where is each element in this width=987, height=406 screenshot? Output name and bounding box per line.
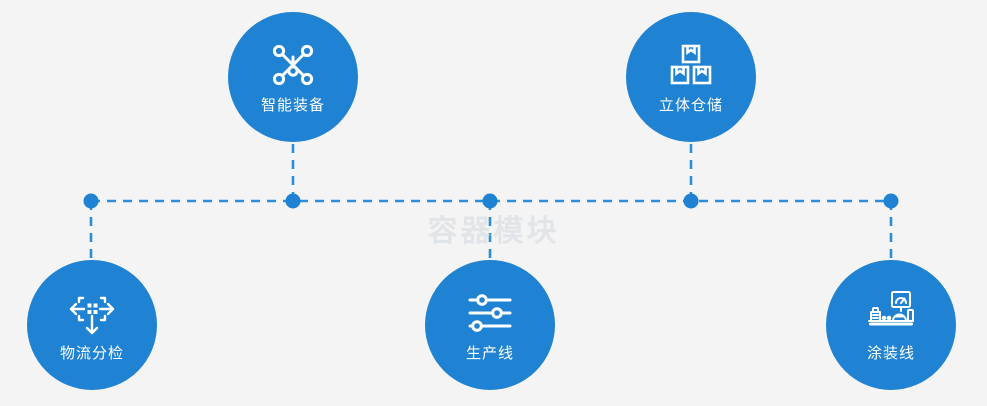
- node-zhineng-zhuangbei[interactable]: 智能装备: [228, 12, 358, 142]
- sliders-icon: [465, 288, 515, 338]
- sorting-arrows-icon: [67, 288, 117, 338]
- factory-monitor-icon: [866, 288, 916, 338]
- node-wuliu-fenjian[interactable]: 物流分检: [27, 260, 157, 390]
- node-label: 生产线: [465, 344, 514, 362]
- connector-dot-shengchan: [482, 193, 498, 209]
- node-label: 智能装备: [260, 96, 325, 114]
- node-label: 涂装线: [866, 344, 915, 362]
- connector-dot-liti: [683, 193, 699, 209]
- node-shengchan-xian[interactable]: 生产线: [425, 260, 555, 390]
- connector-dot-tuzhuang: [883, 193, 899, 209]
- node-label: 物流分检: [59, 344, 124, 362]
- node-tuzhuang-xian[interactable]: 涂装线: [826, 260, 956, 390]
- node-liti-cangchu[interactable]: 立体仓储: [626, 12, 756, 142]
- connector-dot-zhineng: [285, 193, 301, 209]
- node-label: 立体仓储: [658, 96, 723, 114]
- connector-dot-wuliu: [83, 193, 99, 209]
- network-nodes-icon: [268, 40, 318, 90]
- stacked-boxes-icon: [666, 40, 716, 90]
